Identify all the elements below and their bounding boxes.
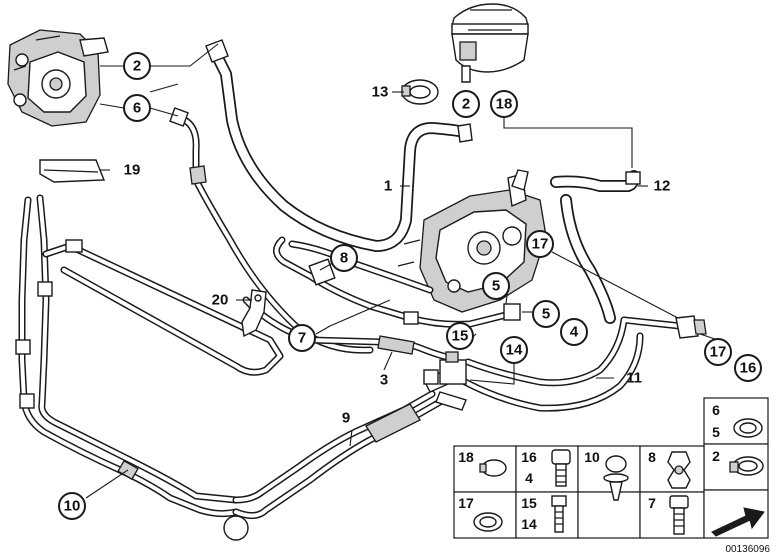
callout-17-top[interactable]: 17	[526, 230, 554, 258]
callout-10[interactable]: 10	[58, 492, 86, 520]
hose-1	[205, 39, 473, 252]
legend-2-label: 2	[712, 448, 720, 464]
callout-2-pump-label: 2	[133, 58, 141, 75]
callout-18[interactable]: 18	[490, 90, 518, 118]
legend-17-label: 17	[458, 495, 474, 511]
callout-5-lower[interactable]: 5	[532, 300, 560, 328]
leader-lines	[85, 43, 719, 499]
callout-2-pump[interactable]: 2	[123, 52, 151, 80]
callout-14-label: 14	[506, 342, 523, 359]
legend-16-label: 16	[521, 449, 537, 465]
callout-2-reservoir[interactable]: 2	[452, 90, 480, 118]
callout-17-top-label: 17	[532, 236, 549, 253]
bracket-20	[241, 289, 267, 338]
callout-2-reservoir-label: 2	[462, 96, 470, 113]
callout-10-label: 10	[64, 498, 81, 515]
label-9[interactable]: 9	[342, 410, 350, 427]
legend-cell-10[interactable]: 10	[584, 449, 629, 501]
banjo-bolt-icon	[551, 449, 571, 487]
legend-8-label: 8	[648, 449, 656, 465]
callout-4[interactable]: 4	[560, 318, 588, 346]
clamp-tab-icon	[479, 463, 487, 473]
callout-16[interactable]: 16	[734, 354, 762, 382]
callout-7-label: 7	[298, 330, 306, 347]
reference-number: 00136096	[726, 544, 771, 555]
callout-17-right-label: 17	[710, 344, 727, 361]
seal-ring-inner-icon	[739, 422, 757, 434]
legend-cell-7[interactable]: 7	[648, 495, 689, 535]
cooler-loop-left	[15, 194, 284, 518]
label-12[interactable]: 12	[654, 178, 671, 195]
pipe-3-line	[242, 296, 456, 362]
clip-icon	[667, 451, 691, 489]
label-19[interactable]: 19	[124, 162, 141, 179]
callout-17-right[interactable]: 17	[704, 338, 732, 366]
legend-4-label: 4	[525, 470, 533, 486]
callout-8-label: 8	[340, 250, 348, 267]
legend-cell-16-4[interactable]: 16 4	[521, 449, 571, 487]
worm-clamp-inner-icon	[738, 460, 758, 472]
callout-15[interactable]: 15	[446, 322, 474, 350]
label-13[interactable]: 13	[372, 84, 389, 101]
bolt-icon	[669, 495, 689, 535]
worm-clamp-screw-icon	[729, 461, 739, 473]
hex-screw-icon	[551, 495, 567, 533]
pipe-9-line	[223, 363, 467, 541]
callout-14[interactable]: 14	[500, 336, 528, 364]
rivet-clip-icon	[603, 455, 629, 501]
legend-15-label: 15	[521, 495, 537, 511]
legend-cell-17[interactable]: 17	[458, 495, 503, 532]
legend-table: 18 16 4 10 8	[453, 397, 769, 539]
callout-8[interactable]: 8	[330, 244, 358, 272]
pump-icon	[7, 29, 109, 127]
steering-gear-icon	[397, 169, 547, 313]
callout-6-label: 6	[133, 100, 141, 117]
legend-5-label: 5	[712, 424, 720, 440]
pipe-6-pressure-line	[169, 107, 374, 354]
legend-7-label: 7	[648, 495, 656, 511]
pipe-11-line	[450, 315, 707, 412]
label-3[interactable]: 3	[380, 372, 388, 389]
legend-cell-15-14[interactable]: 15 14	[521, 495, 567, 533]
callout-15-label: 15	[452, 328, 469, 345]
hose-12	[550, 170, 641, 324]
reservoir-icon	[451, 3, 529, 83]
label-11[interactable]: 11	[626, 370, 642, 387]
clamp-13	[401, 79, 439, 105]
callout-5-upper[interactable]: 5	[482, 272, 510, 300]
callout-5-lower-label: 5	[542, 306, 550, 323]
legend-cell-6-5[interactable]: 6 5	[712, 402, 763, 440]
legend-18-label: 18	[458, 449, 474, 465]
legend-6-label: 6	[712, 402, 720, 418]
connector-block	[423, 351, 467, 385]
arrow-icon	[711, 507, 765, 537]
callout-18-label: 18	[496, 96, 513, 113]
callout-16-label: 16	[740, 360, 757, 377]
legend-14-label: 14	[521, 516, 537, 532]
legend-10-label: 10	[584, 449, 600, 465]
callout-7[interactable]: 7	[288, 324, 316, 352]
callout-6[interactable]: 6	[123, 94, 151, 122]
legend-cell-2[interactable]: 2	[712, 448, 764, 476]
callout-4-label: 4	[570, 324, 579, 341]
o-ring-inner-icon	[479, 516, 497, 528]
legend-cell-8[interactable]: 8	[648, 449, 691, 489]
bracket-19	[39, 159, 106, 183]
legend-cell-18[interactable]: 18	[458, 449, 507, 477]
callout-5-upper-label: 5	[492, 278, 500, 295]
label-20[interactable]: 20	[212, 292, 229, 309]
label-1[interactable]: 1	[384, 178, 392, 195]
